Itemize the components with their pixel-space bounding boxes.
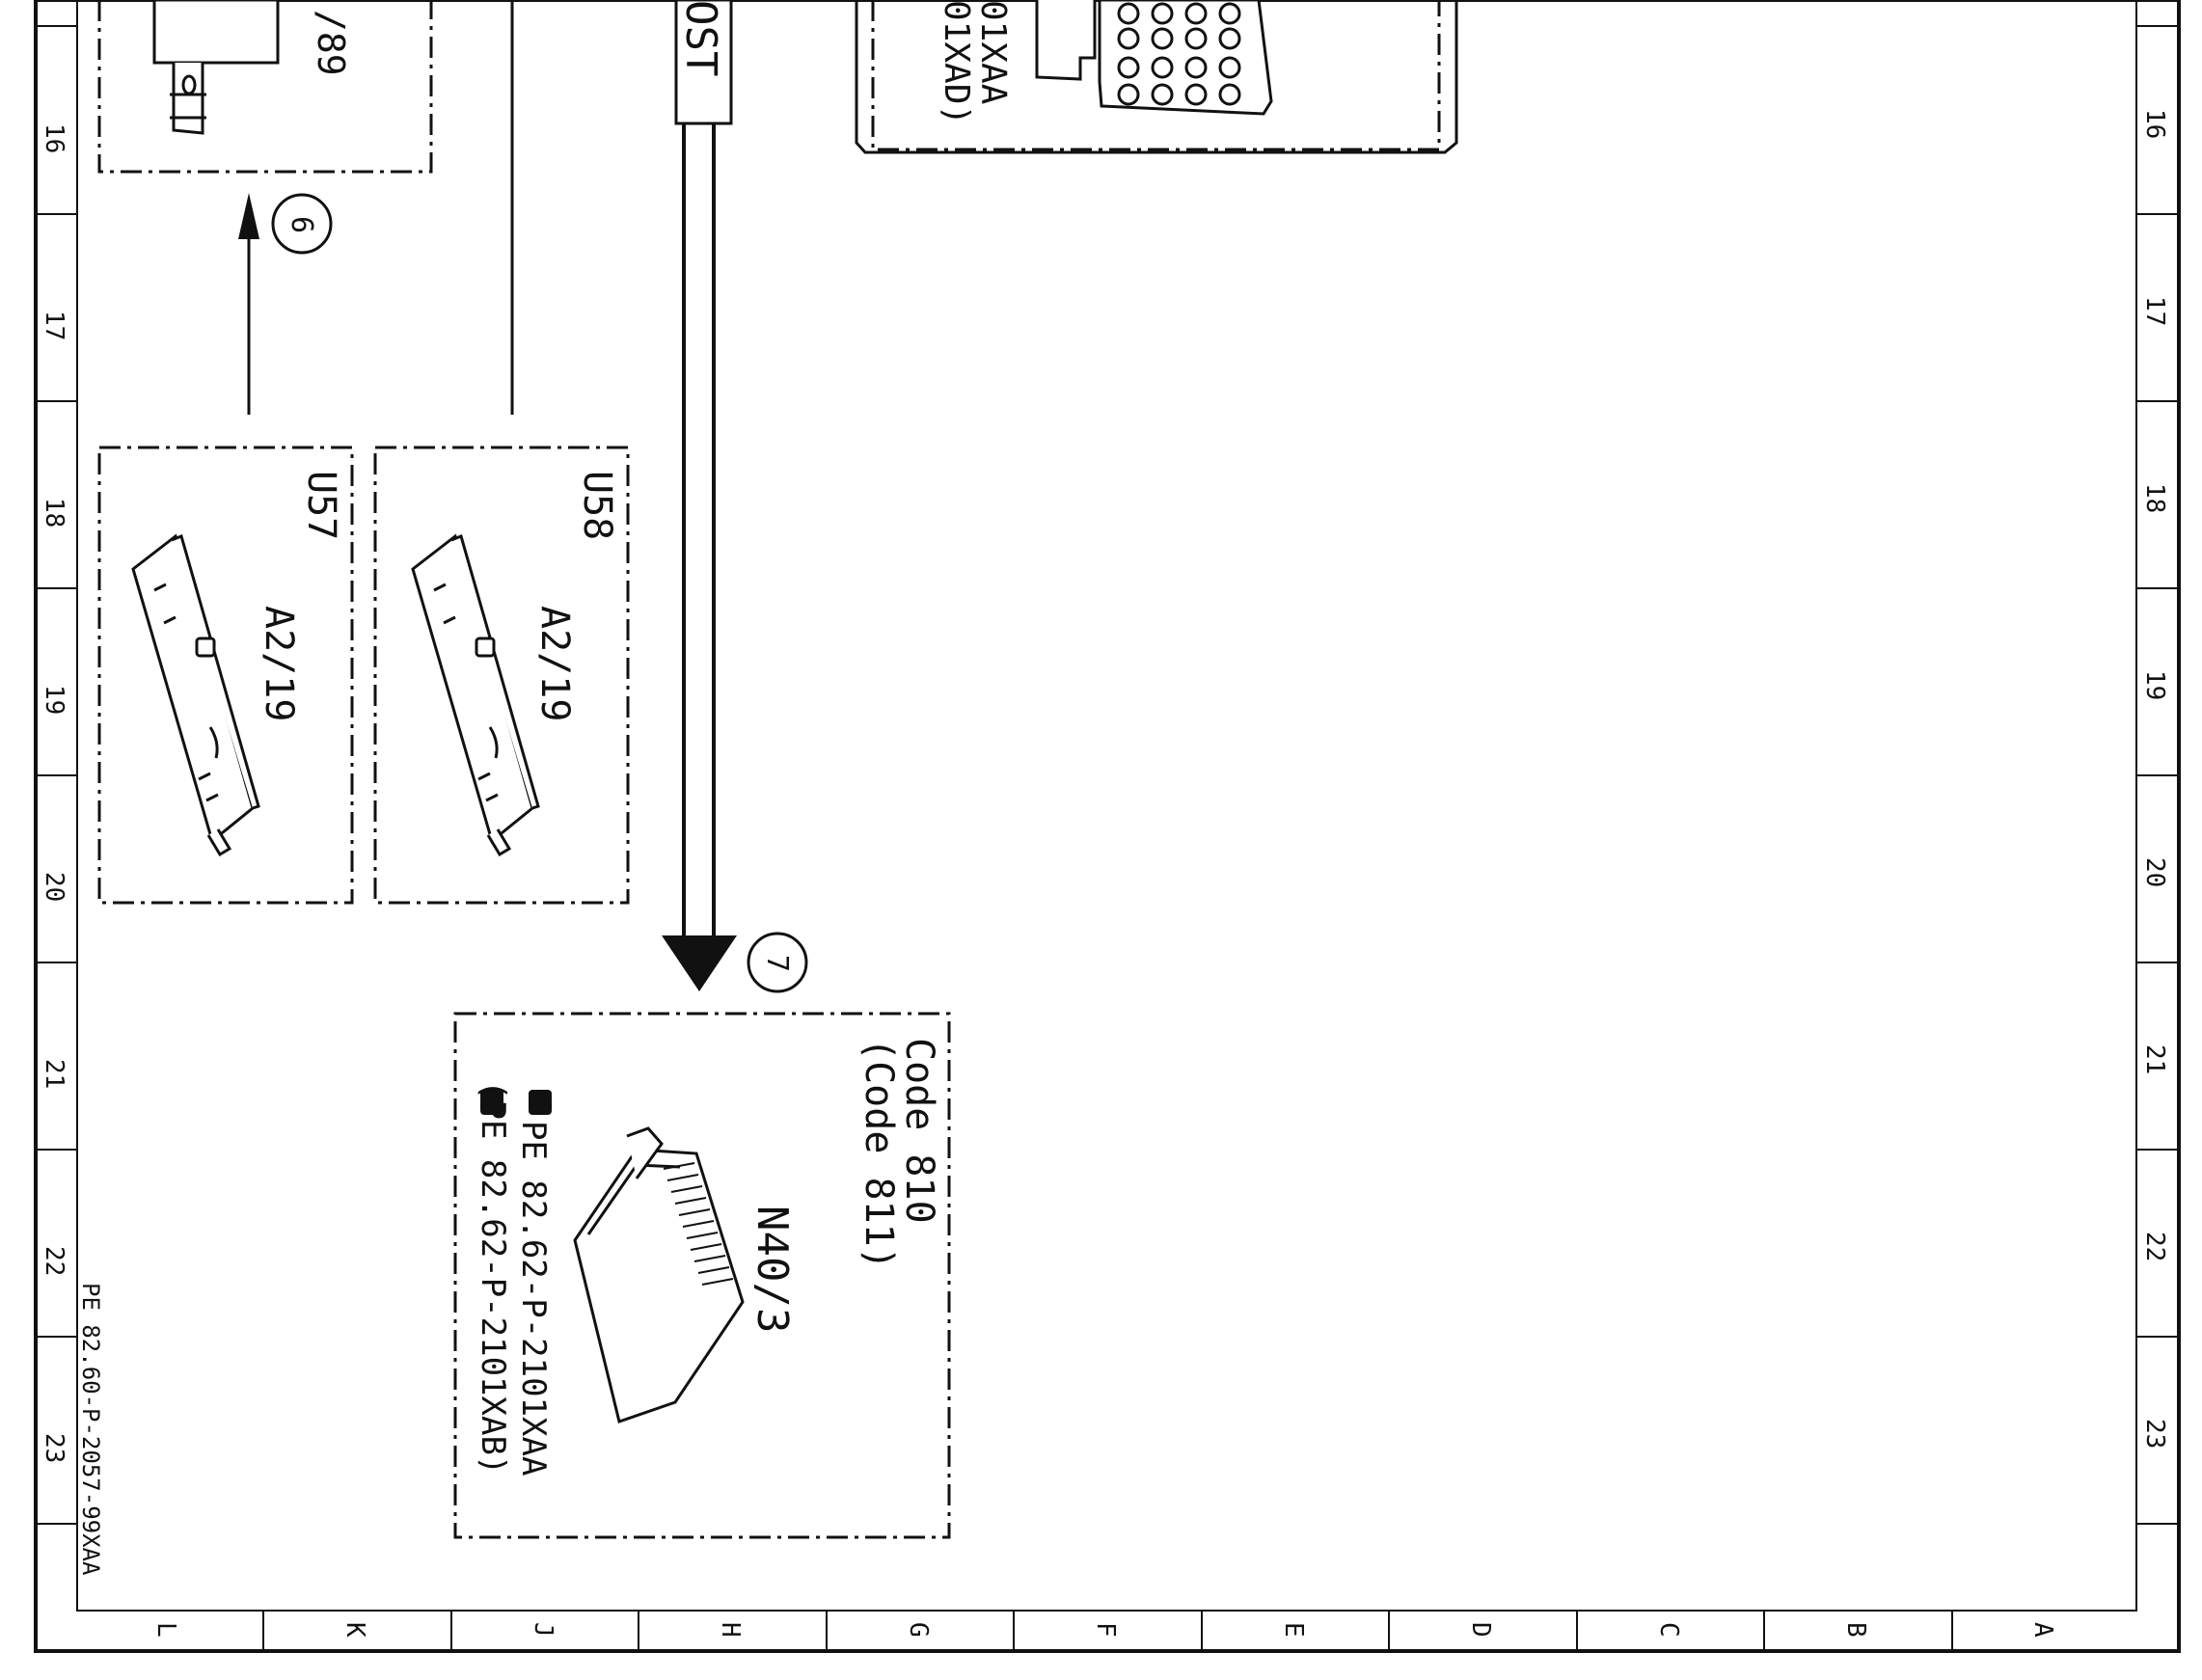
n40-code-line2: (Code 811) [856,1038,901,1270]
column-label: D [1466,1622,1495,1638]
row-label-right: 17 [2140,296,2169,326]
bottom-column-labels: L K J H G F E D C B A [151,1622,2057,1638]
document-reference: PE 82.60-P-2057-99XAA [77,1283,104,1576]
top-left-fragment-label: /89 [310,10,352,76]
row-label-right: 16 [2140,109,2169,139]
top-right-component-box: 01XAA 01XAD) [855,0,1458,154]
u57-component-box: U57 A2/19 [97,446,354,905]
callout-7: 7 [747,932,808,993]
n40-reference-pointer-icon [480,1090,552,1115]
row-label-right: 19 [2140,670,2169,700]
arrow-to-top-left-box [238,193,259,415]
column-label: F [1091,1622,1120,1638]
row-label-left: 23 [40,1433,68,1463]
column-label: H [716,1622,745,1638]
u57-designation: U57 [299,471,343,540]
n40-designation: N40/3 [748,1206,797,1333]
column-label: K [340,1622,369,1638]
top-right-fragment-line1: 01XAA [973,0,1013,105]
column-label: A [2028,1622,2057,1638]
row-label-left: 16 [40,123,68,153]
right-ruler [2136,25,2179,1525]
multi-pin-connector-icon [1035,0,1273,116]
row-label-right: 21 [2140,1044,2169,1074]
n40-reference-line1: PE 82.62-P-2101XAA [514,1121,553,1476]
column-label: B [1841,1622,1870,1638]
callout-7-label: 7 [760,955,794,972]
bottom-ruler [262,1611,1953,1651]
left-ruler [36,25,77,1525]
column-label: L [151,1622,180,1638]
row-label-right: 23 [2140,1419,2169,1449]
left-row-labels: 16 17 18 19 20 21 22 23 [40,123,68,1463]
row-label-left: 21 [40,1059,68,1089]
right-row-labels: 16 17 18 19 20 21 22 23 [2140,109,2169,1449]
u58-connector-icon [411,533,540,857]
bus-cable-label: OST [676,0,725,76]
u57-connector-icon [131,533,260,857]
row-label-left: 22 [40,1246,68,1276]
callout-6: 6 [271,193,333,255]
row-label-left: 17 [40,311,68,340]
column-label: C [1654,1622,1683,1638]
u57-location: A2/19 [257,606,301,721]
bus-cable: OST [662,0,737,991]
column-label: G [904,1622,933,1638]
u58-location: A2/19 [532,606,577,721]
column-label: J [529,1622,557,1638]
row-label-right: 20 [2140,857,2169,887]
row-label-left: 18 [40,498,68,528]
connector-fragment-icon [152,0,280,135]
column-label: E [1279,1622,1308,1638]
row-label-left: 20 [40,872,68,902]
inner-frame [76,0,2137,1612]
row-label-right: 22 [2140,1232,2169,1261]
callout-6-label: 6 [285,216,318,233]
row-label-right: 18 [2140,483,2169,513]
u58-component-box: U58 A2/19 [373,446,630,905]
n40-component-box: Code 810 (Code 811) N40/3 PE 82.62-P-210… [453,1012,951,1539]
top-right-fragment-line2: 01XAD) [937,0,976,125]
n40-reference-line2: (PE 82.62-P-2101XAB) [474,1080,512,1475]
top-left-component-box: /89 [97,0,433,174]
u58-designation: U58 [575,471,619,540]
n40-module-icon [573,1126,745,1423]
row-label-left: 19 [40,685,68,715]
n40-code-line1: Code 810 [897,1038,941,1224]
outer-frame [34,0,2181,1653]
